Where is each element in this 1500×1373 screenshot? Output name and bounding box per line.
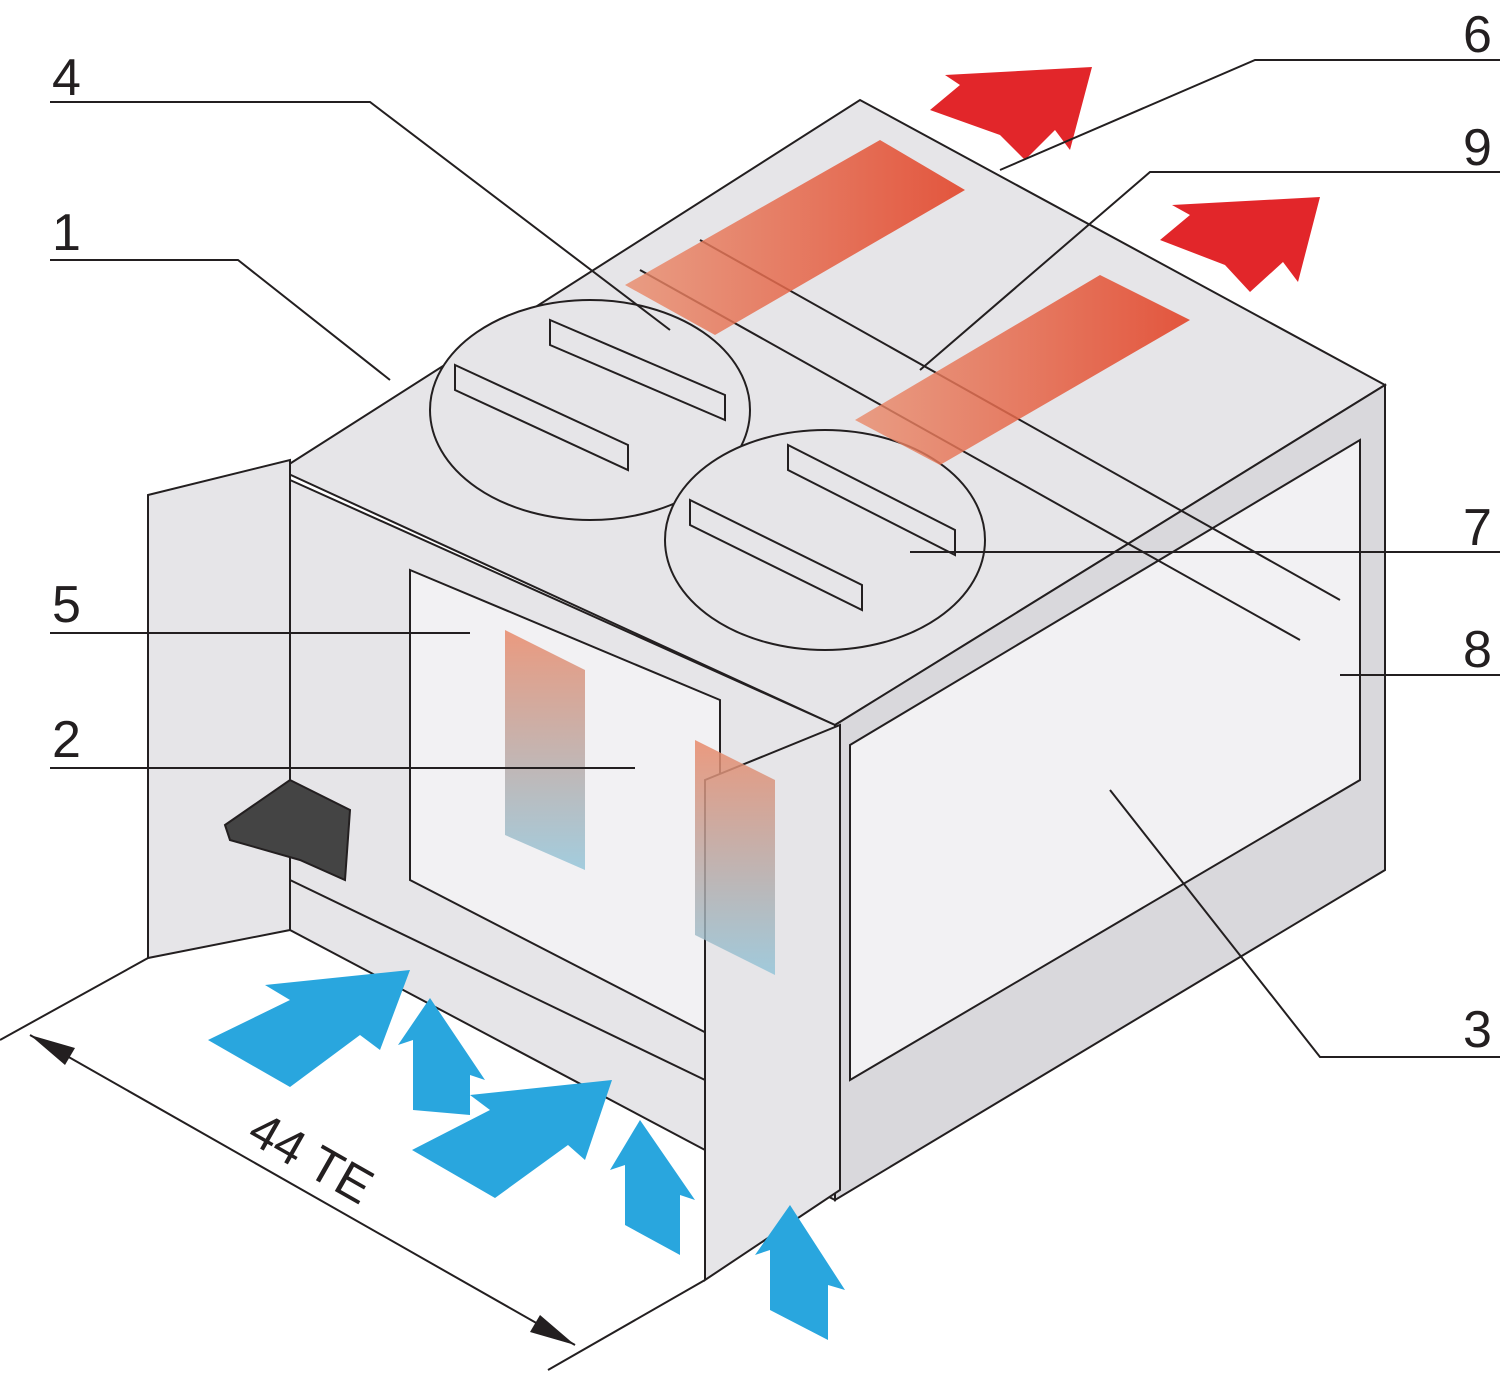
callout-7: 7 [1463, 499, 1492, 557]
intake-arrows [208, 970, 845, 1340]
fan-2 [664, 429, 986, 651]
board-line [639, 269, 1301, 641]
hot-air-band [625, 140, 965, 335]
handle [223, 778, 352, 882]
fans [429, 299, 986, 651]
callout-5: 5 [52, 576, 81, 634]
leader-lines [50, 59, 1500, 1058]
rear-cage-opening [849, 438, 1361, 1082]
air-gradient [505, 630, 585, 870]
hot-air-arrow-icon [1160, 197, 1320, 292]
air-gradient [695, 740, 775, 975]
cool-air-arrow-icon [755, 1205, 845, 1340]
callout-4: 4 [52, 49, 81, 107]
fan-bar [787, 443, 956, 557]
dimension-label: 44 TE [240, 1101, 383, 1215]
callout-6: 6 [1463, 6, 1492, 64]
callout-8: 8 [1463, 621, 1492, 679]
arrowhead-icon [30, 1035, 75, 1065]
hot-air-arrow-icon [930, 67, 1092, 160]
dimension-line [29, 1034, 576, 1346]
fan-1 [429, 299, 751, 521]
fan-bar [689, 498, 863, 612]
arrowhead-icon [530, 1315, 575, 1345]
leader-9 [919, 171, 1500, 371]
cool-air-arrow-icon [208, 970, 410, 1087]
fan-bar [549, 318, 726, 422]
leader-4 [50, 101, 671, 331]
cool-air-arrow-icon [412, 1080, 612, 1198]
hot-air-band [855, 275, 1190, 465]
leader-6 [999, 59, 1500, 171]
board-line [699, 239, 1341, 601]
leader-1 [50, 259, 391, 381]
extension-line [0, 957, 149, 1041]
fan-bar [454, 363, 629, 472]
callout-3: 3 [1463, 1001, 1492, 1059]
exhaust-arrows [930, 67, 1320, 292]
extension-line [547, 1279, 706, 1371]
cool-air-arrow-icon [398, 998, 485, 1115]
callout-9: 9 [1463, 119, 1492, 177]
left-front-frame [147, 458, 291, 960]
callout-2: 2 [52, 711, 81, 769]
cool-air-arrow-icon [610, 1120, 695, 1255]
leader-3 [1109, 789, 1500, 1058]
callout-1: 1 [52, 204, 81, 262]
